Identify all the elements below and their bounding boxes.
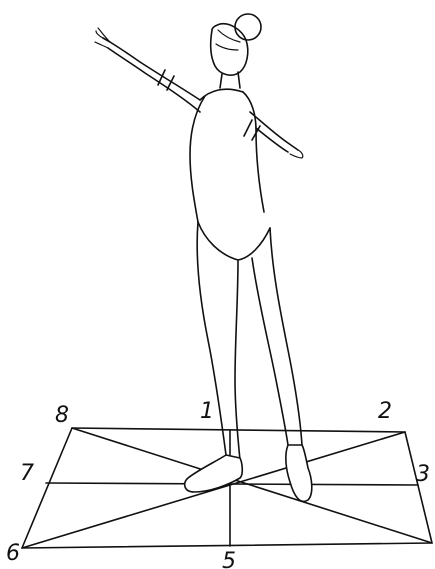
floor-diagonal-2-6 — [22, 432, 405, 548]
direction-label-8: 8 — [55, 403, 69, 428]
direction-label-6: 6 — [6, 541, 20, 566]
dancer-right-hand — [290, 150, 303, 158]
floor-line-7-3 — [46, 483, 418, 485]
direction-label-1: 1 — [200, 399, 214, 424]
dancer-right-leg — [252, 228, 302, 445]
dancer-torso — [190, 92, 264, 222]
stage-floor — [22, 428, 432, 548]
dancer-hair-bun — [235, 14, 261, 40]
dancer-left-arm — [103, 38, 200, 112]
direction-label-2: 2 — [378, 399, 392, 424]
dancer-right-sleeve — [244, 120, 260, 140]
direction-label-7: 7 — [20, 461, 34, 486]
dancer-leotard — [198, 222, 270, 260]
dancer-shoulders — [200, 89, 243, 100]
dancer-left-hand — [95, 28, 110, 48]
dancer-right-shoe — [286, 445, 312, 501]
dancer-left-leg — [197, 222, 240, 460]
direction-label-5: 5 — [222, 549, 236, 569]
dancer-left-shoe — [185, 455, 243, 492]
direction-label-3: 3 — [416, 462, 430, 487]
